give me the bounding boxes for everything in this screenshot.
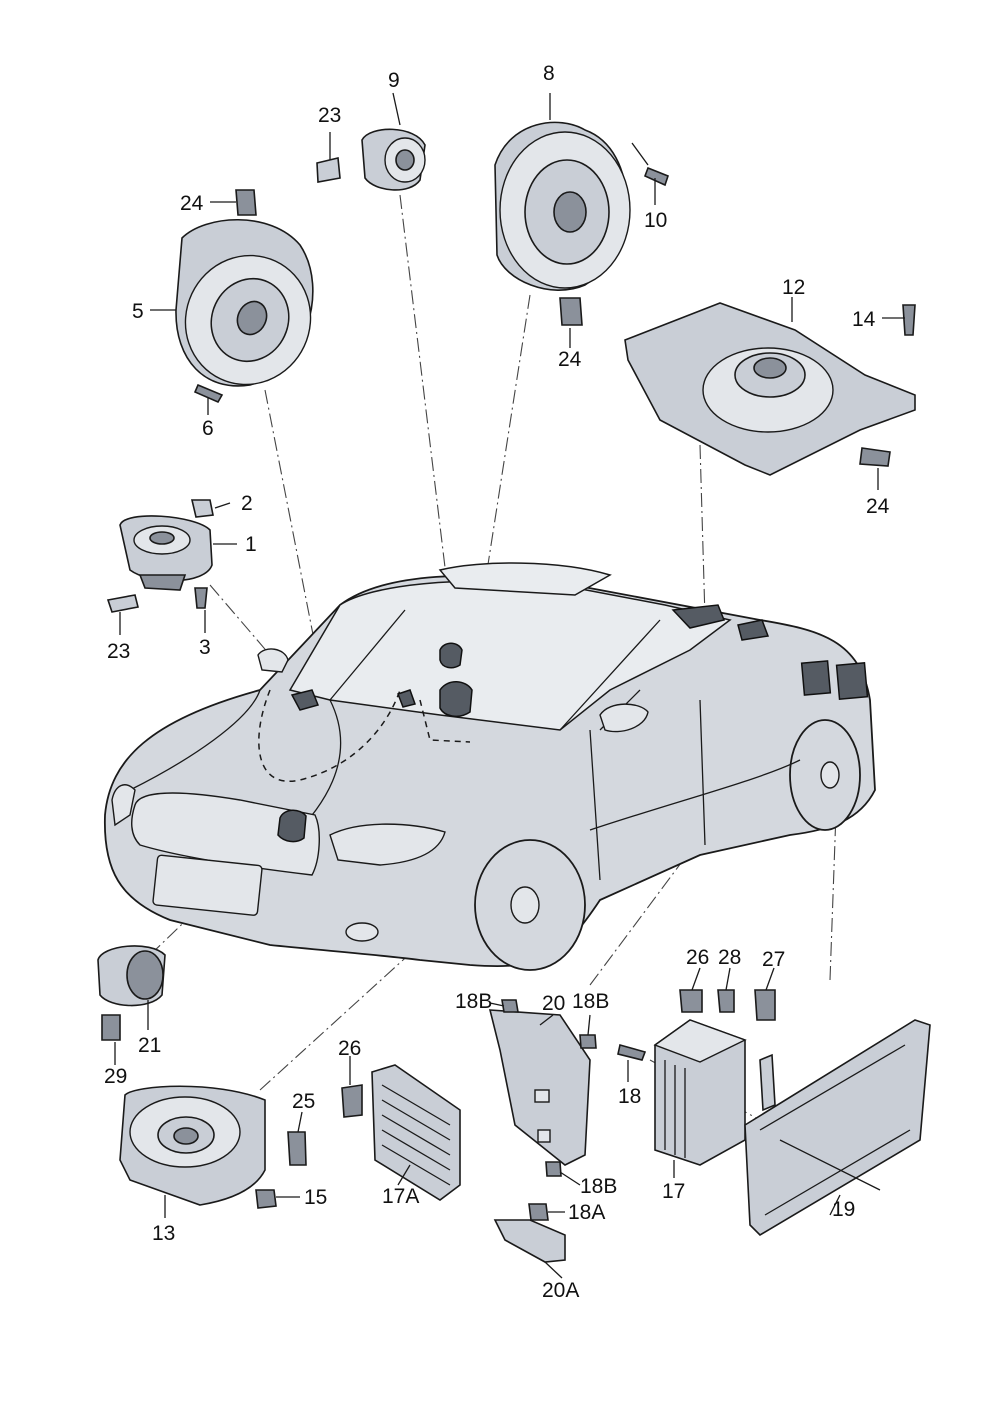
callout-19: 19 <box>832 1198 855 1221</box>
callout-25: 25 <box>292 1090 315 1113</box>
callout-2: 2 <box>241 492 253 515</box>
callout-1: 1 <box>245 533 257 556</box>
callout-20a: 20A <box>542 1279 579 1302</box>
connector-icon <box>341 1084 363 1118</box>
bracket-icon <box>488 1009 591 1166</box>
connector-icon <box>106 594 139 613</box>
callout-9: 9 <box>388 69 400 92</box>
leader-lines <box>114 92 905 1279</box>
callout-15: 15 <box>304 1186 327 1209</box>
nut-icon <box>501 999 597 1177</box>
callout-12: 12 <box>782 276 805 299</box>
screw-icon <box>643 166 669 187</box>
callout-26-left: 26 <box>338 1037 361 1060</box>
sedan-vehicle-icon <box>104 562 876 971</box>
callout-8: 8 <box>543 62 555 85</box>
callout-24-right: 24 <box>866 495 890 518</box>
connector-icon <box>287 1131 307 1166</box>
connector-icon <box>679 989 776 1021</box>
callout-27: 27 <box>762 948 785 971</box>
speaker-icon <box>624 302 916 476</box>
nut-icon <box>528 1203 549 1221</box>
callout-24-top: 24 <box>180 192 204 215</box>
screw-icon <box>193 383 224 404</box>
callout-23-left: 23 <box>107 640 130 663</box>
speaker-icon <box>119 1085 266 1206</box>
callout-6: 6 <box>202 417 214 440</box>
nut-icon <box>255 1189 277 1209</box>
callout-18-left: 18 <box>618 1085 641 1108</box>
callout-labels: 9 8 23 24 10 5 12 14 24 6 24 2 1 3 23 26… <box>104 62 890 1302</box>
callout-20: 20 <box>542 992 565 1015</box>
callout-28: 28 <box>718 946 741 969</box>
speaker-icon <box>175 218 314 387</box>
callout-17a: 17A <box>382 1185 419 1208</box>
connector-icon <box>316 157 341 183</box>
callout-24-mid: 24 <box>558 348 582 371</box>
connector-icon <box>235 189 257 216</box>
callout-14: 14 <box>852 308 876 331</box>
callout-18b-right: 18B <box>572 990 609 1013</box>
callout-29: 29 <box>104 1065 127 1088</box>
connector-icon <box>559 297 583 326</box>
screw-icon <box>902 304 916 336</box>
screw-icon <box>194 587 208 609</box>
amplifier-icon <box>653 1019 747 1166</box>
callout-18b-top: 18B <box>455 990 492 1013</box>
bracket-icon <box>493 1219 566 1263</box>
callout-18a: 18A <box>568 1201 605 1224</box>
callout-10: 10 <box>644 209 667 232</box>
callout-5: 5 <box>132 300 144 323</box>
clip-icon <box>190 499 214 518</box>
callout-26-right: 26 <box>686 946 709 969</box>
callout-18b-bottom: 18B <box>580 1175 617 1198</box>
connector-icon <box>859 447 891 467</box>
screw-icon <box>617 1044 647 1061</box>
amplifier-icon <box>371 1064 461 1201</box>
callout-17: 17 <box>662 1180 685 1203</box>
tweeter-icon <box>361 128 426 191</box>
callout-13: 13 <box>152 1222 175 1245</box>
callout-23-top: 23 <box>318 104 341 127</box>
tweeter-icon <box>97 945 166 1007</box>
callout-21: 21 <box>138 1034 161 1057</box>
speaker-icon <box>494 121 631 291</box>
bracket-icon <box>744 1019 931 1237</box>
callout-3: 3 <box>199 636 211 659</box>
tweeter-housing <box>119 515 213 591</box>
connector-icon <box>101 1014 121 1041</box>
